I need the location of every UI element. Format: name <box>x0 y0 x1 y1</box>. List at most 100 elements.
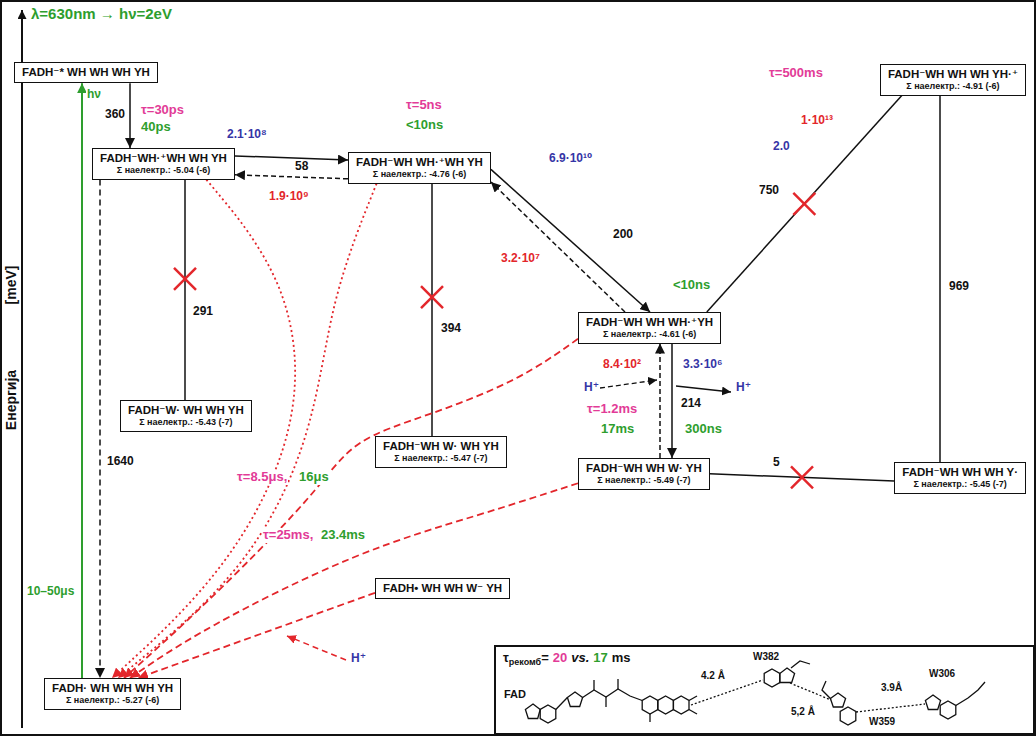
annotation-label: 3.2·10⁷ <box>500 252 541 266</box>
annotation-label: 8.4·10² <box>602 358 642 372</box>
state-formula: FADH• WH WH W⁻ YH <box>383 582 502 595</box>
annotation-label: 17ms <box>600 422 635 437</box>
electron-sum: Σ наелектр.: -4.61 (-6) <box>586 329 713 339</box>
state-formula: FADH⁻WH WH·⁺WH YH <box>356 156 483 169</box>
proton-arrow <box>676 386 731 392</box>
annotation-label: τ=5ns <box>405 98 443 113</box>
state-formula: FADH⁻* WH WH WH YH <box>22 66 150 79</box>
state-box: FADH⁻WH·⁺WH WH YHΣ наелектр.: -5.04 (-6) <box>92 148 235 180</box>
annotation-label: 5,2 Å <box>790 706 816 718</box>
annotation-label: 1·10¹³ <box>800 114 834 128</box>
annotation-label: τ=25ms, <box>262 528 314 543</box>
energy-gap-label: 200 <box>612 228 634 242</box>
annotation-label: 16μs <box>298 470 330 485</box>
transition-arrow <box>939 96 941 462</box>
annotation-label: W306 <box>928 668 956 680</box>
proton-arrow <box>287 636 346 660</box>
transition-arrow <box>235 175 348 179</box>
proton-arrow <box>600 380 657 388</box>
annotation-label: FAD <box>503 688 527 701</box>
state-box: FADH⁻WH WH W· YHΣ наелектр.: -5.49 (-7) <box>578 458 710 490</box>
forbidden-mark <box>793 193 815 215</box>
annotation-label: 300ns <box>684 422 723 437</box>
annotation-label: 6.9·10¹⁰ <box>548 152 593 166</box>
energy-gap-label: 291 <box>192 305 214 319</box>
transition-arrow <box>491 182 625 312</box>
annotation-label: [meV] <box>3 265 19 306</box>
energy-gap-label: 1640 <box>106 455 135 469</box>
state-formula: FADH· WH WH WH YH <box>52 682 173 695</box>
state-box: FADH⁻WH WH WH·⁺YHΣ наелектр.: -4.61 (-6) <box>578 312 721 344</box>
annotation-label: рекомб <box>509 657 541 667</box>
state-box: FADH⁻WH WH·⁺WH YHΣ наелектр.: -4.76 (-6) <box>348 152 491 184</box>
annotation-label: H⁺ <box>350 652 367 666</box>
transition-arrow <box>129 83 131 148</box>
state-formula: FADH⁻WH WH WH·⁺YH <box>586 316 713 329</box>
state-box: FADH· WH WH WH YHΣ наелектр.: -5.27 (-6) <box>44 678 181 710</box>
state-formula: FADH⁻W· WH WH YH <box>128 404 244 417</box>
state-box: FADH⁻WH WH WH YH·⁺Σ наелектр.: -4.91 (-6… <box>880 64 1026 96</box>
transition-arrow <box>130 483 578 678</box>
energy-gap-label: 394 <box>440 322 462 336</box>
structure-inset <box>495 646 1034 734</box>
annotation-label: <10ns <box>672 278 711 293</box>
annotation-label: 23.4ms <box>320 528 366 543</box>
distance-lines <box>691 680 925 712</box>
energy-gap-label: 5 <box>772 456 781 470</box>
annotation-label: 40ps <box>140 120 172 135</box>
electron-sum: Σ наелектр.: -5.49 (-7) <box>586 475 702 485</box>
forbidden-mark <box>174 268 196 290</box>
forbidden-mark <box>791 466 813 488</box>
annotation-label: τ=1.2ms <box>586 402 638 417</box>
transition-arrow <box>491 169 650 312</box>
electron-sum: Σ наелектр.: -5.04 (-6) <box>100 165 227 175</box>
annotation-label: = <box>541 651 549 666</box>
energy-gap-label: hν <box>86 88 102 102</box>
annotation-label: τ=8.5μs, <box>236 470 288 485</box>
annotation-label: τ=30ps <box>140 103 185 118</box>
molecule-drawing <box>525 661 985 725</box>
annotation-label: ms <box>612 651 631 666</box>
state-formula: FADH⁻WH WH W· YH <box>586 462 702 475</box>
energy-gap-label: 214 <box>680 397 702 411</box>
state-formula: FADH⁻WH WH WH Y· <box>902 466 1018 479</box>
transition-arrow <box>707 96 902 312</box>
electron-sum: Σ наелектр.: -5.45 (-7) <box>902 479 1018 489</box>
annotation-label: 2.1·10⁸ <box>226 128 268 142</box>
electron-sum: Σ наелектр.: -4.76 (-6) <box>356 169 483 179</box>
annotation-label: 1.9·10⁹ <box>268 190 310 204</box>
transition-arrow <box>184 180 186 400</box>
state-formula: FADH⁻WH·⁺WH WH YH <box>100 152 227 165</box>
transition-arrow <box>118 184 377 678</box>
annotation-label: τ=500ms <box>768 66 824 81</box>
state-formula: FADH⁻WH W· WH YH <box>383 440 499 453</box>
state-box: FADH⁻W· WH WH YHΣ наелектр.: -5.43 (-7) <box>120 400 252 432</box>
electron-sum: Σ наелектр.: -5.43 (-7) <box>128 417 244 427</box>
annotation-label: 4.2 Å <box>700 670 726 682</box>
transition-arrow <box>124 339 578 678</box>
annotation-label: W359 <box>868 716 896 728</box>
energy-gap-label: 750 <box>758 184 780 198</box>
state-formula: FADH⁻WH WH WH YH·⁺ <box>888 68 1018 81</box>
annotation-label: 20 <box>553 651 567 666</box>
annotation-label: H⁺ <box>735 381 752 395</box>
state-box: FADH• WH WH W⁻ YH <box>375 578 510 599</box>
transition-arrow <box>99 180 101 678</box>
annotation-label: 10–50μs <box>26 585 75 599</box>
transition-arrow <box>81 83 83 678</box>
annotation-label: W382 <box>752 651 780 663</box>
state-box: FADH⁻WH W· WH YHΣ наелектр.: -5.47 (-7) <box>375 436 507 468</box>
state-box: FADH⁻WH WH WH Y·Σ наелектр.: -5.45 (-7) <box>894 462 1026 494</box>
transition-arrow <box>431 184 433 436</box>
forbidden-mark <box>421 286 443 308</box>
recombination-time: τрекомб=20vs.17ms <box>503 651 631 666</box>
annotation-label: 3.9Å <box>880 682 903 694</box>
annotation-label: τ <box>503 651 509 666</box>
transition-arrow <box>235 156 348 160</box>
